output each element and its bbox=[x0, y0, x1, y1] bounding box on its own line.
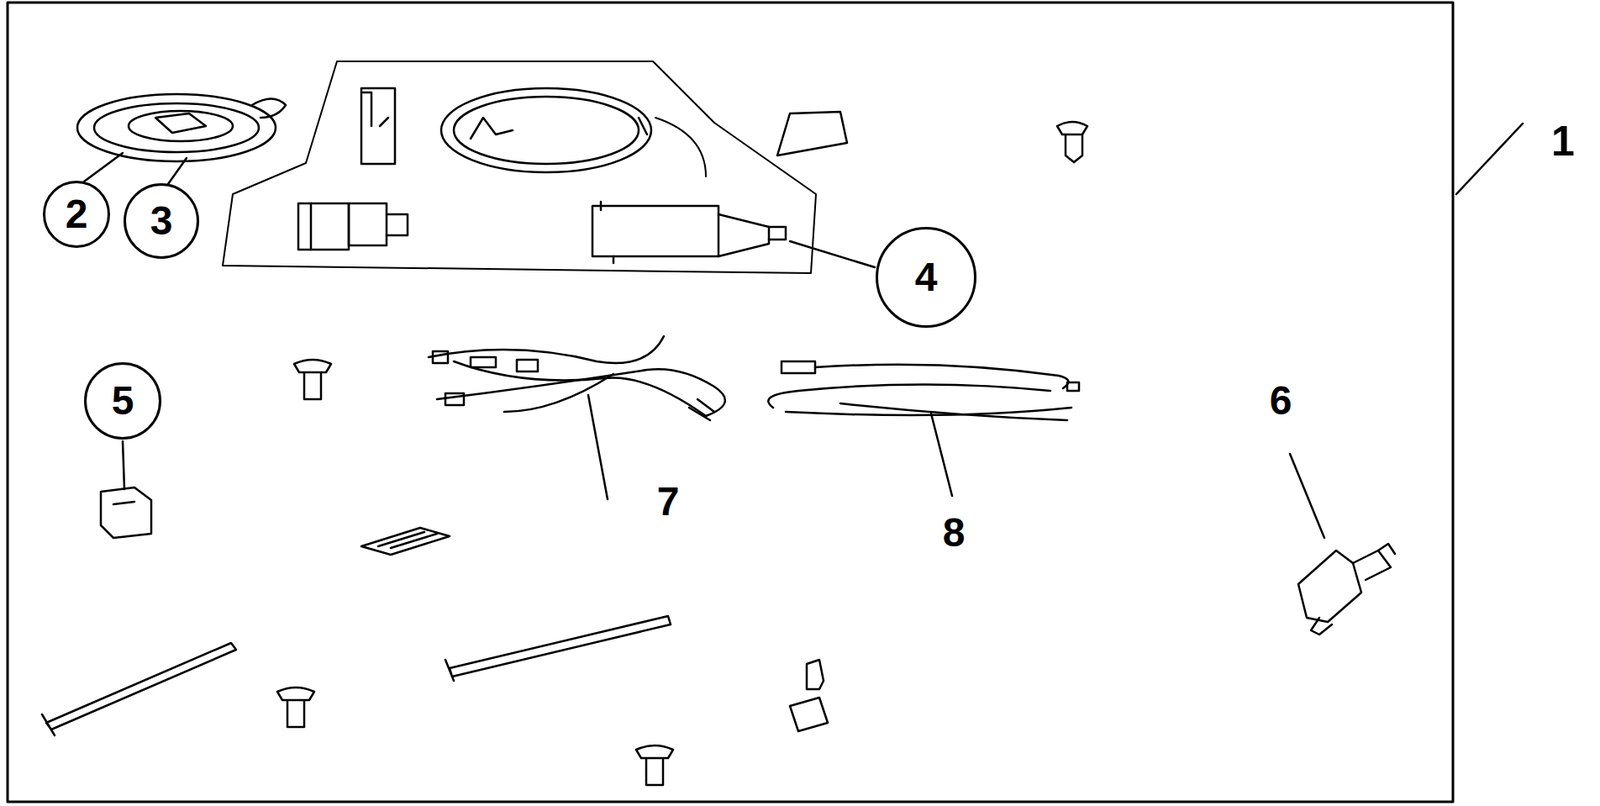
wire-harness bbox=[768, 361, 1079, 421]
leader-line bbox=[1289, 453, 1325, 538]
wire-harness bbox=[428, 336, 726, 421]
callout-number: 3 bbox=[150, 200, 174, 242]
leader-line bbox=[931, 413, 953, 496]
clip-part bbox=[789, 659, 828, 732]
panel-parts bbox=[298, 88, 786, 264]
callout-number: 4 bbox=[915, 257, 938, 298]
clip-part bbox=[100, 487, 152, 538]
callout-number: 6 bbox=[1268, 379, 1295, 422]
leader-line bbox=[122, 441, 125, 490]
leader-line bbox=[789, 241, 875, 268]
callout-number: 1 bbox=[1549, 119, 1577, 164]
callout-number: 2 bbox=[65, 194, 89, 235]
bulb bbox=[1298, 543, 1395, 635]
leader-line bbox=[1456, 123, 1523, 195]
callout-circle: 3 bbox=[123, 183, 200, 259]
ring-part bbox=[77, 94, 286, 162]
callout-circle: 5 bbox=[84, 362, 162, 440]
callout-number: 5 bbox=[111, 380, 135, 422]
cable-tie bbox=[445, 615, 671, 681]
callout-circle: 2 bbox=[42, 180, 111, 248]
leader-line bbox=[84, 152, 123, 182]
callout-number: 8 bbox=[941, 511, 968, 554]
screw bbox=[277, 121, 1088, 785]
cable-tie bbox=[42, 642, 237, 736]
callout-circle: 4 bbox=[875, 226, 977, 328]
kit-panel bbox=[222, 61, 816, 274]
leader-line bbox=[168, 157, 187, 185]
kit-frame bbox=[7, 2, 1453, 802]
callout-number: 7 bbox=[655, 480, 682, 523]
label-sticker bbox=[777, 111, 848, 156]
terminal-strip bbox=[361, 527, 450, 555]
leader-line bbox=[588, 394, 608, 500]
